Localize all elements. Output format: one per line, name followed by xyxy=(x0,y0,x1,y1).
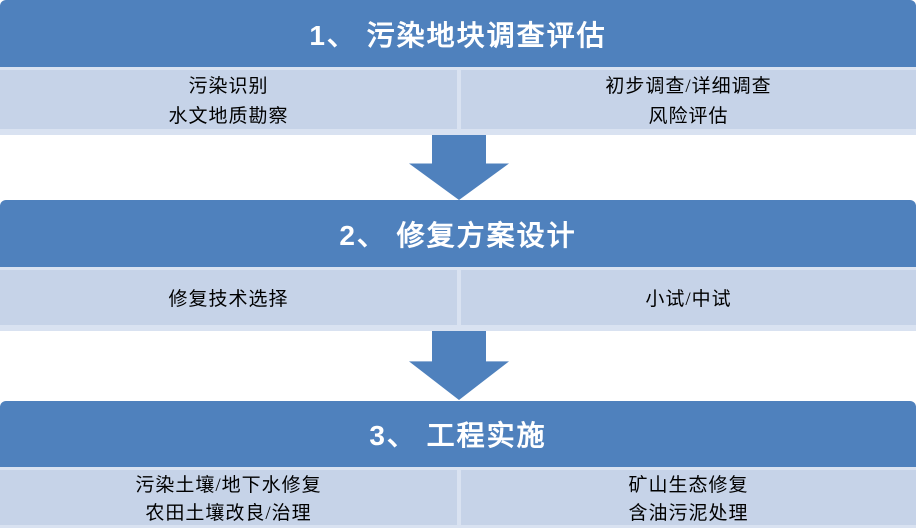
stage-3-body: 污染土壤/地下水修复 农田土壤改良/治理 矿山生态修复 含油污泥处理 xyxy=(0,470,916,525)
stage-3-left-item: 农田土壤改良/治理 xyxy=(145,502,312,524)
stage-2-bottom-strip xyxy=(0,325,916,331)
down-arrow-icon xyxy=(409,331,509,400)
stage-3-right-item: 矿山生态修复 xyxy=(628,475,749,497)
stage-1-right-column: 初步调查/详细调查 风险评估 xyxy=(461,70,916,129)
stage-3-column-divider xyxy=(457,470,461,525)
stage-1-column-divider xyxy=(457,70,461,129)
stage-2-right-column: 小试/中试 xyxy=(461,270,916,325)
stage-1-body: 污染识别 水文地质勘察 初步调查/详细调查 风险评估 xyxy=(0,70,916,129)
stage-1-header-divider xyxy=(0,67,916,70)
stage-1-title: 1、 污染地块调查评估 xyxy=(309,19,607,51)
stage-2-header-divider xyxy=(0,267,916,270)
stage-2: 2、 修复方案设计 修复技术选择 小试/中试 xyxy=(0,200,916,331)
stage-1-left-column: 污染识别 水文地质勘察 xyxy=(0,70,457,129)
stage-1-right-item: 风险评估 xyxy=(648,105,729,127)
stage-3-bottom-strip xyxy=(0,525,916,528)
stage-2-right-item: 小试/中试 xyxy=(645,289,732,310)
stage-2-body: 修复技术选择 小试/中试 xyxy=(0,270,916,325)
stage-2-title: 2、 修复方案设计 xyxy=(339,219,577,251)
stage-2-left-column: 修复技术选择 xyxy=(0,270,457,325)
stage-3-right-item: 含油污泥处理 xyxy=(628,502,749,524)
stage-3-title: 3、 工程实施 xyxy=(369,420,547,451)
stage-1: 1、 污染地块调查评估 污染识别 水文地质勘察 初步调查/详细调查 风险评估 xyxy=(0,0,916,135)
stage-3-header: 3、 工程实施 xyxy=(0,401,916,467)
stage-3-left-item: 污染土壤/地下水修复 xyxy=(135,475,322,497)
stage-3-left-column: 污染土壤/地下水修复 农田土壤改良/治理 xyxy=(0,470,457,525)
stage-1-left-item: 污染识别 xyxy=(188,76,269,98)
stage-3: 3、 工程实施 污染土壤/地下水修复 农田土壤改良/治理 矿山生态修复 含油污泥… xyxy=(0,401,916,528)
stage-1-right-item: 初步调查/详细调查 xyxy=(605,76,772,98)
stage-3-right-column: 矿山生态修复 含油污泥处理 xyxy=(461,470,916,525)
stage-1-bottom-strip xyxy=(0,129,916,135)
stage-1-left-item: 水文地质勘察 xyxy=(168,105,289,127)
stage-2-left-item: 修复技术选择 xyxy=(168,289,289,310)
stage-2-column-divider xyxy=(457,270,461,325)
stage-3-header-divider xyxy=(0,467,916,470)
down-arrow-icon xyxy=(409,135,509,200)
stage-2-header: 2、 修复方案设计 xyxy=(0,200,916,267)
stage-1-header: 1、 污染地块调查评估 xyxy=(0,0,916,67)
